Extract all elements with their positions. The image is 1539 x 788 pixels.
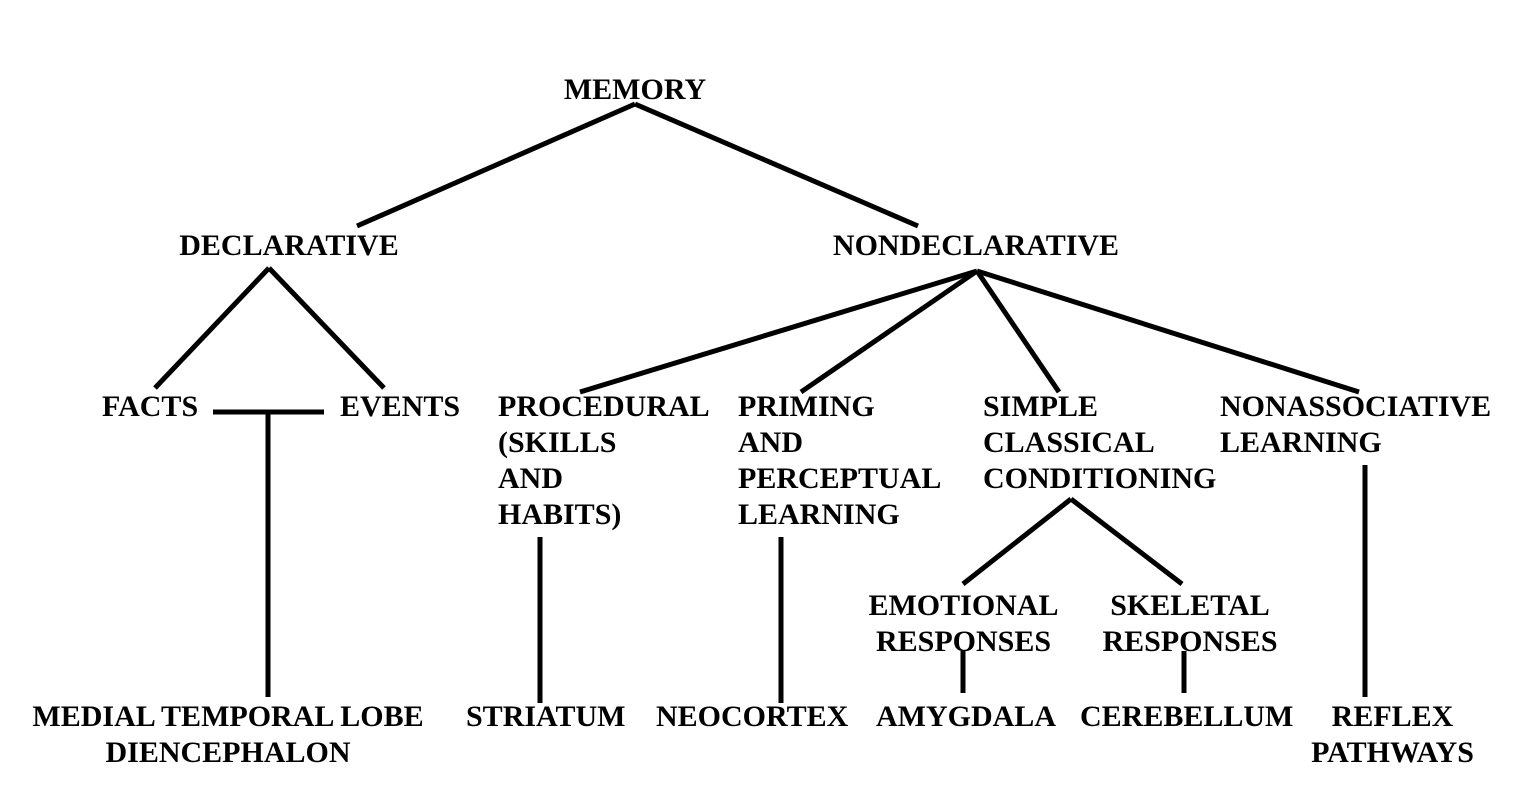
- node-facts: FACTS: [102, 390, 199, 423]
- node-amygdala: AMYGDALA: [876, 700, 1056, 733]
- edge-nondeclarative-nonassociative: [976, 268, 1360, 395]
- node-memory: MEMORY: [563, 73, 707, 106]
- edge-nondeclarative-priming: [799, 268, 979, 395]
- node-priming: PRIMING AND PERCEPTUAL LEARNING: [738, 390, 942, 531]
- node-nondeclarative: NONDECLARATIVE: [832, 229, 1120, 262]
- edge-classical-emotional: [961, 497, 1073, 586]
- node-simple-classical: SIMPLE CLASSICAL CONDITIONING: [983, 390, 1217, 495]
- edge-declarative-facts: [153, 266, 271, 390]
- node-medial-temporal: MEDIAL TEMPORAL LOBE DIENCEPHALON: [32, 700, 424, 769]
- edge-memory-declarative: [355, 101, 637, 229]
- edge-classical-skeletal: [1069, 497, 1184, 586]
- node-procedural: PROCEDURAL (SKILLS AND HABITS): [498, 390, 710, 531]
- edge-memory-nondeclarative: [634, 101, 919, 229]
- node-striatum: STRIATUM: [466, 700, 626, 733]
- node-reflex: REFLEX PATHWAYS: [1311, 700, 1474, 769]
- node-neocortex: NEOCORTEX: [656, 700, 849, 733]
- node-cerebellum: CEREBELLUM: [1080, 700, 1294, 733]
- edge-nondeclarative-procedural: [579, 268, 978, 395]
- node-nonassociative: NONASSOCIATIVE LEARNING: [1220, 390, 1492, 459]
- node-skeletal: SKELETAL RESPONSES: [1102, 589, 1278, 658]
- node-declarative: DECLARATIVE: [179, 229, 399, 262]
- edge-declarative-events: [267, 266, 386, 390]
- node-emotional: EMOTIONAL RESPONSES: [868, 589, 1059, 658]
- node-events: EVENTS: [340, 390, 461, 423]
- edge-nondeclarative-classical: [974, 269, 1062, 394]
